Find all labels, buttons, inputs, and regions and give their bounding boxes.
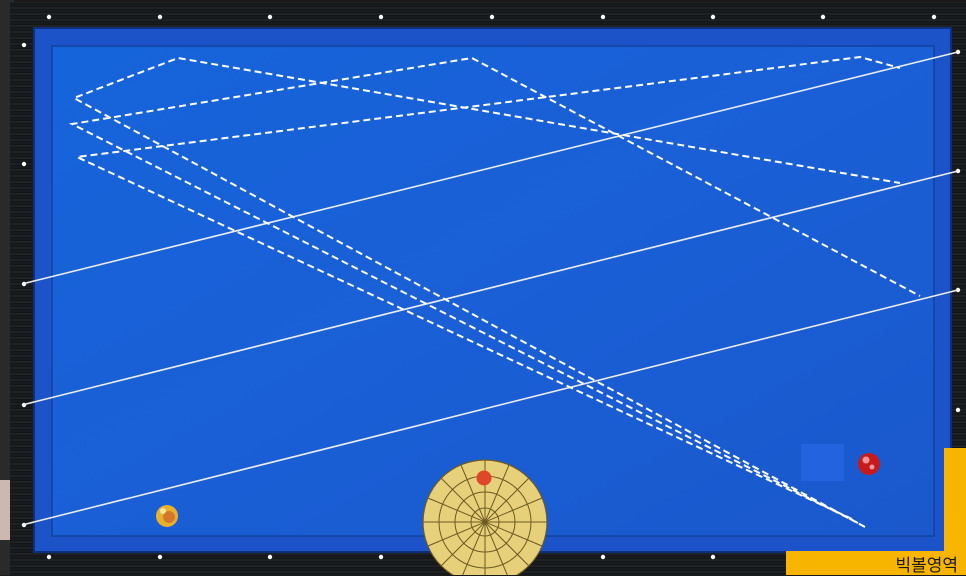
diamond-marker: [22, 43, 26, 47]
big-ball-zone-label: 빅볼영역: [786, 551, 966, 575]
target-marker-square: [801, 444, 844, 481]
diamond-marker: [490, 15, 494, 19]
diamond-marker: [47, 555, 51, 559]
diamond-marker: [956, 408, 960, 412]
zone-label-text: 빅볼영역: [895, 551, 958, 576]
diamond-marker: [711, 555, 715, 559]
diamond-marker: [601, 555, 605, 559]
diamond-marker: [932, 15, 936, 19]
diamond-marker: [268, 15, 272, 19]
diamond-marker: [379, 555, 383, 559]
diamond-marker: [711, 15, 715, 19]
red-ball-icon: [858, 453, 880, 475]
diamond-marker: [158, 555, 162, 559]
diamond-marker: [601, 15, 605, 19]
yellow-ball-icon: [156, 505, 178, 527]
diamond-marker: [379, 15, 383, 19]
cue-tip-contact-point: [477, 471, 492, 486]
cue-tip-dial-icon: [423, 460, 547, 575]
diamond-marker: [158, 15, 162, 19]
diamond-marker: [268, 555, 272, 559]
diamond-marker: [22, 162, 26, 166]
diamond-marker: [821, 15, 825, 19]
diamond-marker: [47, 15, 51, 19]
